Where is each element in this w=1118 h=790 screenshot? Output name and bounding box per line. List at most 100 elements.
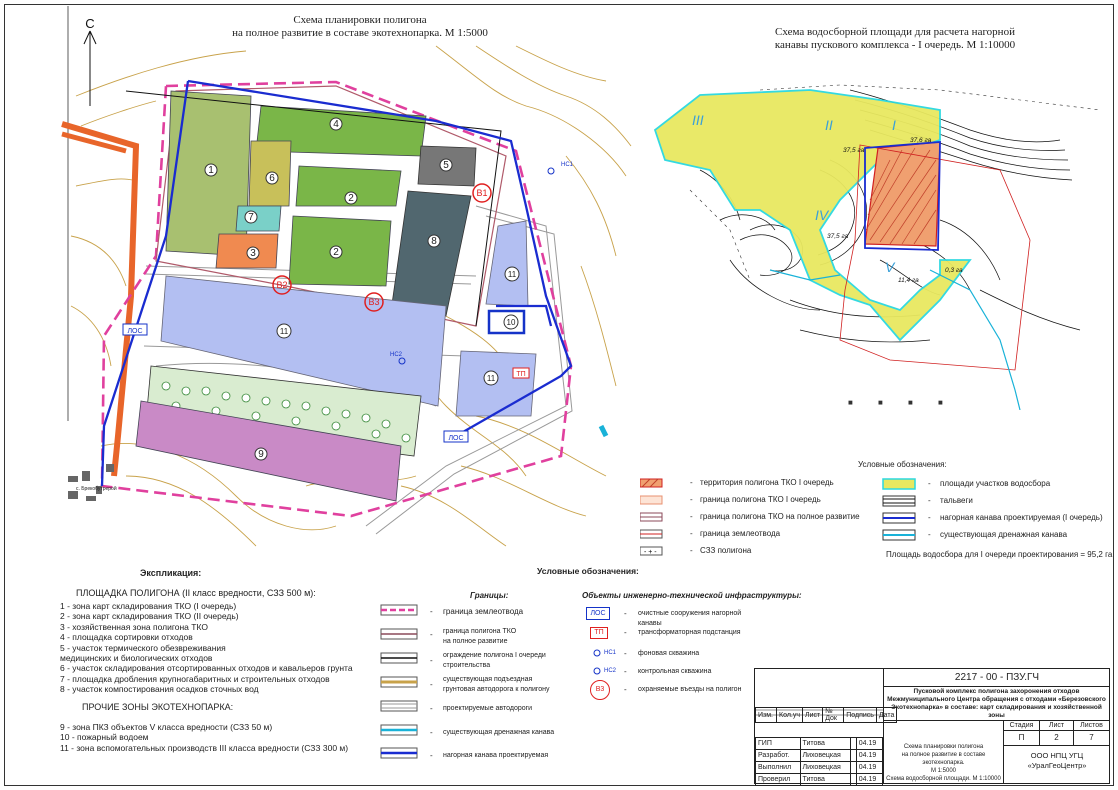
stage-header: Стадия — [1004, 721, 1040, 731]
los-label-1: ЛОС — [127, 328, 142, 335]
sig-name: Лиховецкая — [799, 761, 851, 774]
explication-sub2: ПРОЧИЕ ЗОНЫ ЭКОТЕХНОПАРКА: — [82, 702, 234, 712]
sig-date: 04.19 — [855, 773, 884, 786]
legend-tko-full: граница полигона ТКО на полное развитие — [700, 512, 860, 521]
basin-V: V — [885, 259, 896, 275]
area-note: Площадь водосбора для I очереди проектир… — [886, 550, 1113, 559]
drawing-frame — [4, 4, 1114, 786]
left-site-plan-map: 1 2 2 3 4 5 6 7 8 9 10 11 11 11 В1 В2 В3… — [61, 6, 632, 547]
infra-sym-v3: В3 — [590, 680, 610, 700]
area-label-1: 37,5 га — [843, 147, 865, 154]
north-label: С — [85, 16, 94, 31]
svg-text:■: ■ — [848, 398, 853, 407]
zone-2a — [295, 165, 402, 207]
entry-v2: В2 — [276, 280, 287, 290]
area-label-5: 0,3 га — [945, 267, 963, 274]
legend-tko: территория полигона ТКО I очередь — [700, 478, 834, 487]
infra-sym-ns1: НС1 — [604, 650, 617, 656]
legend-tko-border: граница полигона ТКО I очередь — [700, 495, 821, 504]
stamp-drawing-title: Схема планировки полигона на полное разв… — [883, 721, 1003, 783]
stamp-col: Изм. — [755, 707, 777, 723]
legend-land-border: граница землеотвода — [443, 607, 524, 616]
zone-label-10: 10 — [507, 318, 516, 327]
area-label-4: 11,4 га — [898, 277, 919, 284]
zone-label-11c: 11 — [487, 374, 496, 383]
legend-full-border: граница полигона ТКО на полное развитие — [443, 628, 517, 645]
zone-label-3: 3 — [250, 248, 256, 259]
well-ns2: НС2 — [390, 352, 403, 358]
zone-label-1: 1 — [208, 165, 214, 176]
zone-label-7: 7 — [248, 212, 254, 223]
legend-talweg: тальвеги — [940, 496, 973, 505]
zone-label-11a: 11 — [280, 327, 289, 336]
drainage-right — [929, 269, 1021, 410]
upland-ditch-right — [187, 79, 573, 437]
sheets-value: 7 — [1074, 731, 1109, 746]
tp-label: ТП — [516, 371, 525, 378]
basin-III: III — [692, 112, 704, 128]
zone-label-2a: 2 — [348, 193, 354, 204]
stamp-col: № Док — [822, 707, 845, 723]
legend-szz: СЗЗ полигона — [700, 546, 752, 555]
infra-title: Объекты инженерно-технической инфраструк… — [582, 591, 802, 600]
zone-label-4: 4 — [333, 119, 339, 130]
expl-item: 9 - зона ПКЗ объектов V класса вредности… — [60, 722, 273, 732]
legend-drain: существующая дренажная канава — [940, 530, 1068, 539]
sig-role: ГИП — [755, 737, 801, 750]
expl-item: 7 - площадка дробления крупногабаритных … — [60, 673, 330, 684]
fence — [125, 90, 502, 327]
infra-legend: ЛОС - очистные сооружения нагорной канав… — [586, 605, 766, 705]
infra-sym-los: ЛОС — [586, 607, 610, 620]
contour-lines — [70, 45, 632, 547]
sheet-header: Лист — [1040, 721, 1074, 731]
expl-item: 5 - участок термического обезвреживания — [60, 642, 226, 653]
explication-list2: 9 - зона ПКЗ объектов V класса вредности… — [60, 722, 348, 753]
right-legend-title: Условные обозначения: — [858, 460, 947, 469]
sig-name: Лиховецкая — [799, 749, 851, 762]
legend-ditch: нагорная канава проектируемая (I очередь… — [940, 513, 1103, 522]
infra-v3: охраняемые въезды на полигон — [638, 686, 742, 693]
los-label-2: ЛОС — [448, 435, 463, 442]
basin-I: I — [892, 117, 896, 133]
stamp-col: Лист — [801, 707, 824, 723]
area-label-3: 37,5 га — [827, 233, 849, 240]
expl-item: 10 - пожарный водоем — [60, 732, 149, 743]
explication-sub1: ПЛОЩАДКА ПОЛИГОНА (II класс вредности, С… — [76, 588, 316, 598]
area-label-2: 37,6 га — [910, 137, 932, 144]
right-legend-left: - территория полигона ТКО I очередь - гр… — [639, 476, 880, 556]
expl-item: 2 - зона карт складирования ТКО (II очер… — [60, 611, 239, 622]
svg-text:■: ■ — [878, 398, 883, 407]
expl-item: 1 - зона карт складирования ТКО (I очере… — [60, 601, 237, 611]
entry-v3: В3 — [368, 297, 379, 307]
legend-road-proj: проектируемые автодороги — [443, 705, 533, 712]
sig-date: 04.19 — [855, 749, 884, 762]
sig-date: 04.19 — [855, 737, 884, 750]
infra-sym-tp: ТП — [590, 627, 608, 639]
borders-legend: - граница землеотвода - граница полигона… — [380, 602, 580, 762]
sig-role: Разработ. — [755, 749, 801, 762]
right-map-title: Схема водосборной площади для расчета на… — [774, 26, 1016, 51]
explication-list1: 1 - зона карт складирования ТКО (I очере… — [60, 601, 353, 695]
right-legend-right: - площади участков водосбора - тальвеги … — [882, 476, 1107, 556]
land-allotment-boundary — [100, 80, 573, 518]
sig-date: 04.19 — [855, 761, 884, 774]
svg-text:- + -: - + - — [644, 549, 657, 556]
expl-item: 8 - участок компостирования осадков сточ… — [60, 684, 259, 695]
infra-ns2: контрольная скважина — [638, 668, 712, 675]
entry-v1: В1 — [476, 188, 487, 198]
land-boundary-right — [839, 144, 1031, 371]
svg-text:■: ■ — [908, 398, 913, 407]
svg-text:■: ■ — [938, 398, 943, 407]
legend-land: граница землеотвода — [700, 529, 781, 538]
expl-item: 11 - зона вспомогательных производств II… — [60, 742, 349, 753]
stamp-grid: Изм. Кол.уч Лист № Док Подпись Дата — [755, 707, 898, 723]
infra-sym-ns2: НС2 — [604, 668, 617, 674]
sheet-value: 2 — [1040, 731, 1074, 746]
zone-label-11b: 11 — [508, 270, 517, 279]
stamp-code: 2217 - 00 - ПЗУ.ГЧ — [883, 669, 1110, 687]
sig-role: Проверил — [755, 773, 801, 786]
infra-tp: трансформаторная подстанция — [638, 629, 741, 636]
borders-title: Границы: — [470, 591, 509, 600]
sig-name: Титова — [799, 773, 851, 786]
left-map-title: Схема планировки полигона на полное разв… — [232, 14, 488, 39]
